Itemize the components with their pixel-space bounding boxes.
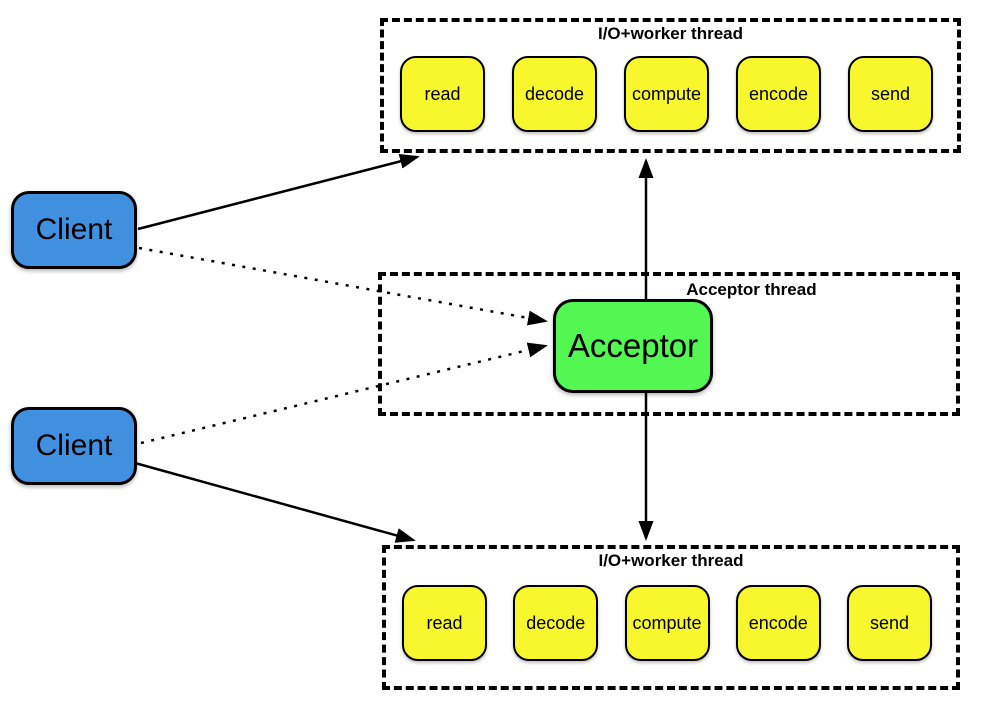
bottom-worker-thread-title: I/O+worker thread (598, 551, 744, 570)
stage-encode: encode (736, 56, 821, 132)
client-node-2: Client (11, 407, 137, 485)
acceptor-label: Acceptor (567, 327, 699, 364)
client-2-label: Client (35, 429, 113, 462)
stage-encode: encode (735, 585, 821, 661)
acceptor-thread-title: Acceptor thread (686, 280, 817, 299)
stage-read: read (400, 56, 485, 132)
stage-send: send (847, 585, 932, 661)
arrow-client1-to-top-worker (137, 153, 420, 231)
acceptor-thread-box: Acceptor thread (378, 272, 960, 416)
acceptor-node: Acceptor (553, 299, 713, 393)
stage-compute: compute (624, 56, 709, 132)
client-node-1: Client (11, 191, 137, 269)
stage-decode: decode (512, 56, 597, 132)
arrow-client2-to-bottom-worker (134, 461, 416, 543)
stage-compute: compute (624, 585, 710, 661)
bottom-stage-row: read decode compute encode send (402, 585, 932, 661)
stage-read: read (402, 585, 487, 661)
top-stage-row: read decode compute encode send (400, 56, 933, 132)
client-1-label: Client (35, 213, 113, 246)
top-worker-thread-title: I/O+worker thread (597, 24, 744, 43)
top-worker-thread-box: I/O+worker thread read decode compute en… (380, 18, 961, 153)
stage-send: send (848, 56, 933, 132)
bottom-worker-thread-box: I/O+worker thread read decode compute en… (382, 545, 960, 690)
stage-decode: decode (513, 585, 599, 661)
